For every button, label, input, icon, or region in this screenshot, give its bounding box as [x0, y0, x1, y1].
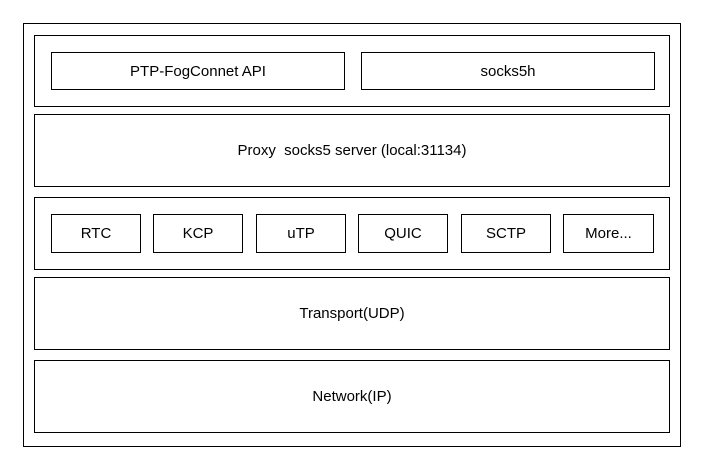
protocol-rtc-label: RTC	[80, 225, 112, 242]
proxy-layer-label: Proxy socks5 server (local:31134)	[237, 142, 467, 159]
protocol-quic: QUIC	[358, 214, 448, 253]
socks5h-label: socks5h	[480, 62, 536, 80]
protocol-utp: uTP	[256, 214, 346, 253]
protocol-kcp-label: KCP	[182, 225, 214, 242]
protocol-more-label: More...	[585, 225, 632, 242]
protocol-quic-label: QUIC	[384, 225, 422, 242]
network-layer-label: Network(IP)	[312, 388, 392, 405]
protocol-sctp: SCTP	[461, 214, 551, 253]
transport-layer: Transport(UDP)	[34, 277, 670, 350]
protocol-kcp: KCP	[153, 214, 243, 253]
socks5h-box: socks5h	[361, 52, 655, 90]
network-layer: Network(IP)	[34, 360, 670, 433]
ptp-fogconnet-api-label: PTP-FogConnet API	[130, 62, 266, 80]
ptp-fogconnet-api-box: PTP-FogConnet API	[51, 52, 345, 90]
protocol-sctp-label: SCTP	[485, 225, 526, 242]
proxy-layer: Proxy socks5 server (local:31134)	[34, 114, 670, 187]
protocol-more: More...	[563, 214, 654, 253]
transport-layer-label: Transport(UDP)	[299, 305, 405, 322]
protocol-utp-label: uTP	[287, 225, 315, 242]
protocol-rtc: RTC	[51, 214, 141, 253]
